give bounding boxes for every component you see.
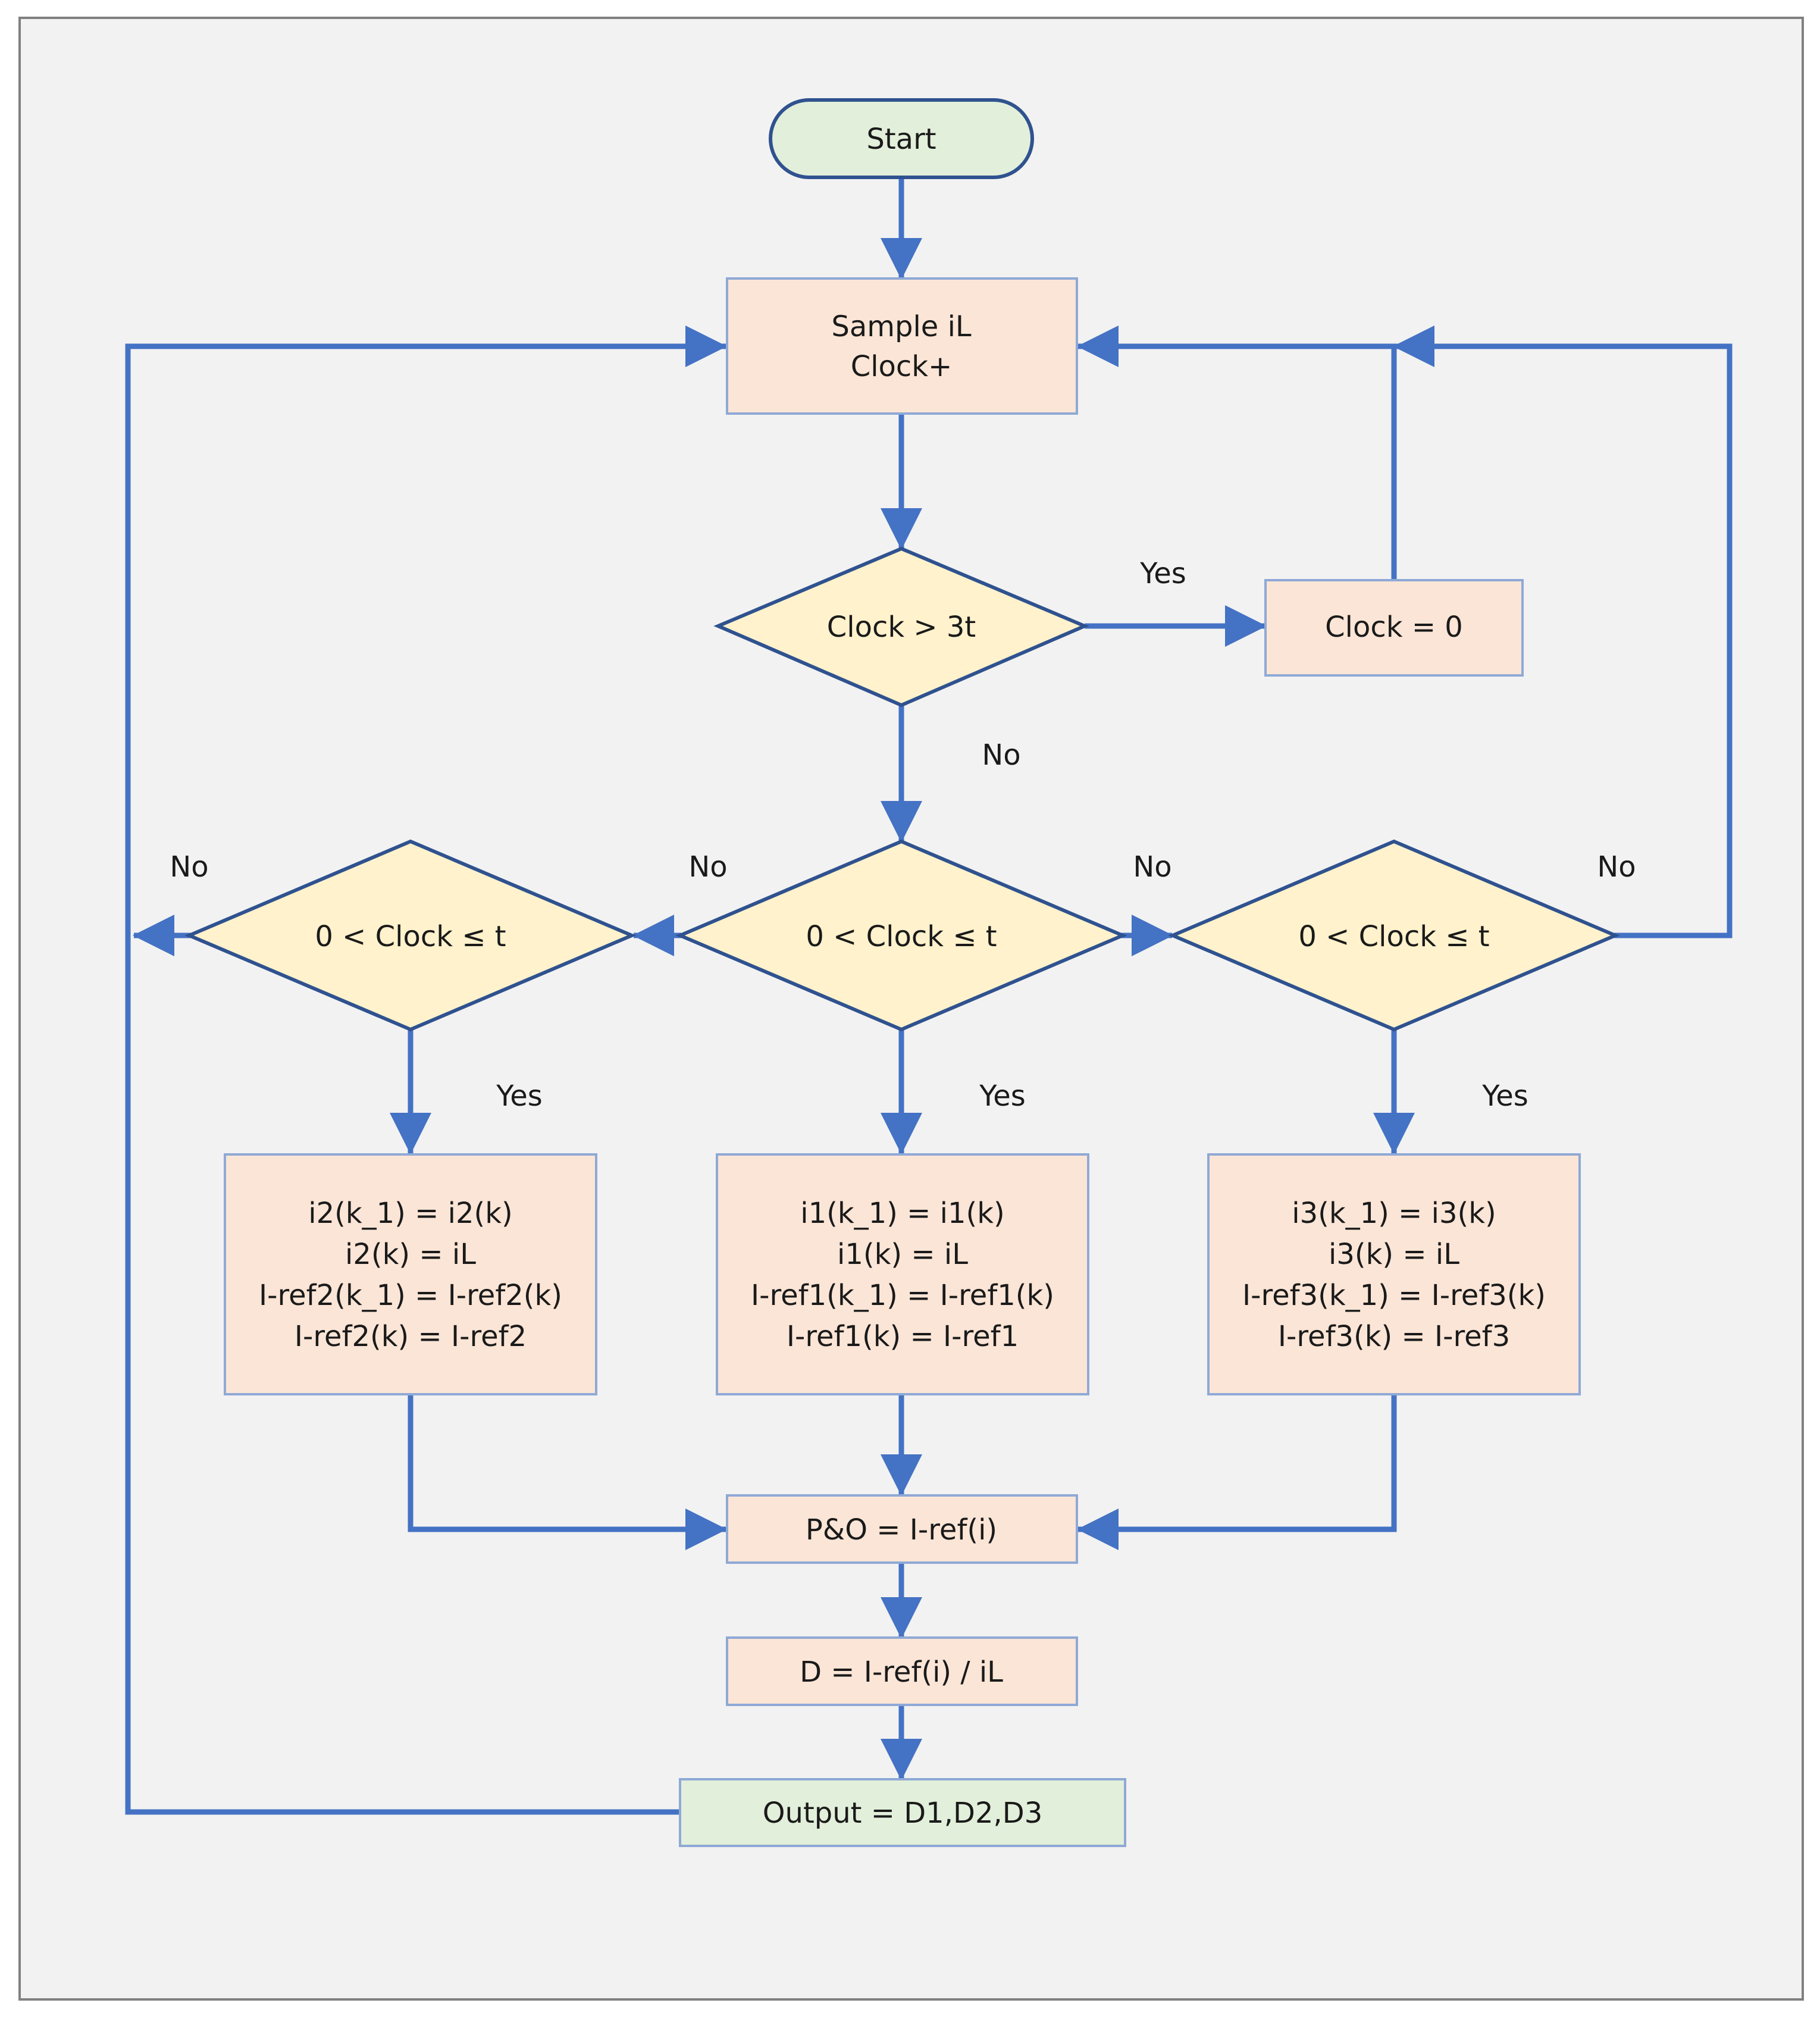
pando-label: P&O = I-ref(i) — [806, 1513, 997, 1547]
duty-process: D = I-ref(i) / iL — [726, 1636, 1078, 1706]
sample-line-1: Sample iL — [831, 310, 972, 343]
decision-right-label: 0 < Clock ≤ t — [1298, 920, 1489, 953]
start-label: Start — [866, 123, 936, 156]
label-yes-right: Yes — [1481, 1079, 1528, 1113]
sample-line-2: Clock+ — [851, 350, 953, 383]
label-yes-center: Yes — [979, 1079, 1025, 1113]
process-right-line-3: I-ref3(k_1) = I-ref3(k) — [1242, 1279, 1546, 1312]
connector-right-no-loop — [1393, 326, 1733, 938]
process-left-line-4: I-ref2(k) = I-ref2 — [295, 1320, 527, 1353]
process-right-line-2: i3(k) = iL — [1329, 1238, 1459, 1271]
decision-top-label: Clock > 3t — [827, 611, 976, 644]
process-right-line-1: i3(k_1) = i3(k) — [1292, 1197, 1496, 1230]
process-center-line-1: i1(k_1) = i1(k) — [800, 1197, 1005, 1230]
output-terminal: Output = D1,D2,D3 — [679, 1778, 1126, 1847]
label-no-center-right: No — [1133, 850, 1171, 884]
decision-right: 0 < Clock ≤ t — [1168, 839, 1620, 1032]
label-yes-left: Yes — [496, 1079, 542, 1113]
decision-center-label: 0 < Clock ≤ t — [806, 920, 997, 953]
duty-label: D = I-ref(i) / iL — [800, 1655, 1003, 1689]
clock-reset-label: Clock = 0 — [1325, 611, 1463, 644]
process-left-line-1: i2(k_1) = i2(k) — [308, 1197, 513, 1230]
connector-output-loop — [125, 326, 727, 1815]
start-terminal: Start — [769, 98, 1034, 179]
process-left-line-2: i2(k) = iL — [345, 1238, 476, 1271]
decision-center: 0 < Clock ≤ t — [675, 839, 1127, 1032]
connector-process-right-pando — [1077, 1394, 1397, 1550]
process-right-line-4: I-ref3(k) = I-ref3 — [1278, 1320, 1510, 1353]
decision-top: Clock > 3t — [713, 546, 1089, 708]
label-no-right: No — [1597, 850, 1636, 884]
clock-reset-process: Clock = 0 — [1264, 579, 1524, 677]
decision-left: 0 < Clock ≤ t — [184, 839, 637, 1032]
label-no-center-left: No — [688, 850, 727, 884]
connectors — [125, 177, 1733, 1815]
process-center-line-2: i1(k) = iL — [837, 1238, 968, 1271]
connector-process-left-pando — [408, 1394, 727, 1550]
process-left: i2(k_1) = i2(k) i2(k) = iL I-ref2(k_1) =… — [224, 1153, 597, 1395]
process-left-line-3: I-ref2(k_1) = I-ref2(k) — [259, 1279, 562, 1312]
process-center-line-4: I-ref1(k) = I-ref1 — [787, 1320, 1019, 1353]
process-center-line-3: I-ref1(k_1) = I-ref1(k) — [751, 1279, 1054, 1312]
label-yes-top: Yes — [1139, 557, 1186, 590]
process-center: i1(k_1) = i1(k) i1(k) = iL I-ref1(k_1) =… — [716, 1153, 1089, 1395]
label-no-top: No — [982, 738, 1020, 772]
decision-left-label: 0 < Clock ≤ t — [315, 920, 506, 953]
sample-process: Sample iL Clock+ — [726, 277, 1078, 415]
process-right: i3(k_1) = i3(k) i3(k) = iL I-ref3(k_1) =… — [1207, 1153, 1581, 1395]
label-no-left: No — [170, 850, 208, 884]
output-label: Output = D1,D2,D3 — [763, 1797, 1042, 1830]
pando-process: P&O = I-ref(i) — [726, 1494, 1078, 1564]
